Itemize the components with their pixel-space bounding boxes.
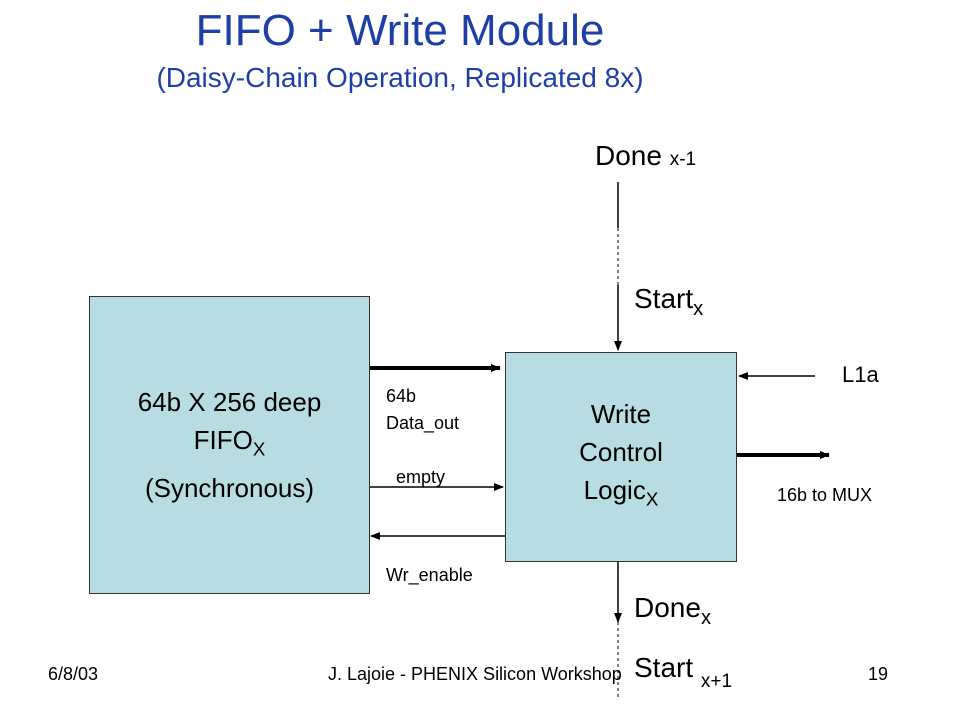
- slide-title: FIFO + Write Module: [195, 6, 605, 55]
- to-mux-label: 16b to MUX: [777, 485, 873, 505]
- wr-enable-label: Wr_enable: [386, 565, 473, 585]
- write-line2: Control: [579, 437, 663, 468]
- write-line1: Write: [590, 399, 652, 430]
- done-label: Donex: [634, 592, 712, 630]
- fifo-block: 64b X 256 deep FIFOX (Synchronous): [89, 296, 370, 594]
- fifo-line1: 64b X 256 deep: [137, 387, 322, 418]
- write-line3: LogicX: [583, 475, 659, 510]
- empty-label: empty: [396, 467, 446, 487]
- l1a-label: L1a: [842, 362, 879, 387]
- fifo-line2: FIFOX: [193, 425, 266, 460]
- fifo-line3: (Synchronous): [144, 472, 315, 503]
- start-next-label: Start x+1: [634, 652, 733, 692]
- footer-page-number: 19: [868, 664, 889, 684]
- slide-subtitle: (Daisy-Chain Operation, Replicated 8x): [156, 62, 644, 93]
- done-prev-label: Done x-1: [595, 140, 697, 171]
- footer-date: 6/8/03: [48, 664, 99, 684]
- write-control-block: Write Control LogicX: [505, 352, 737, 562]
- footer-center: J. Lajoie - PHENIX Silicon Workshop: [328, 664, 622, 684]
- start-label: Startx: [634, 283, 704, 321]
- data-out-label-line2: Data_out: [386, 413, 460, 433]
- data-out-label-line1: 64b: [386, 386, 417, 406]
